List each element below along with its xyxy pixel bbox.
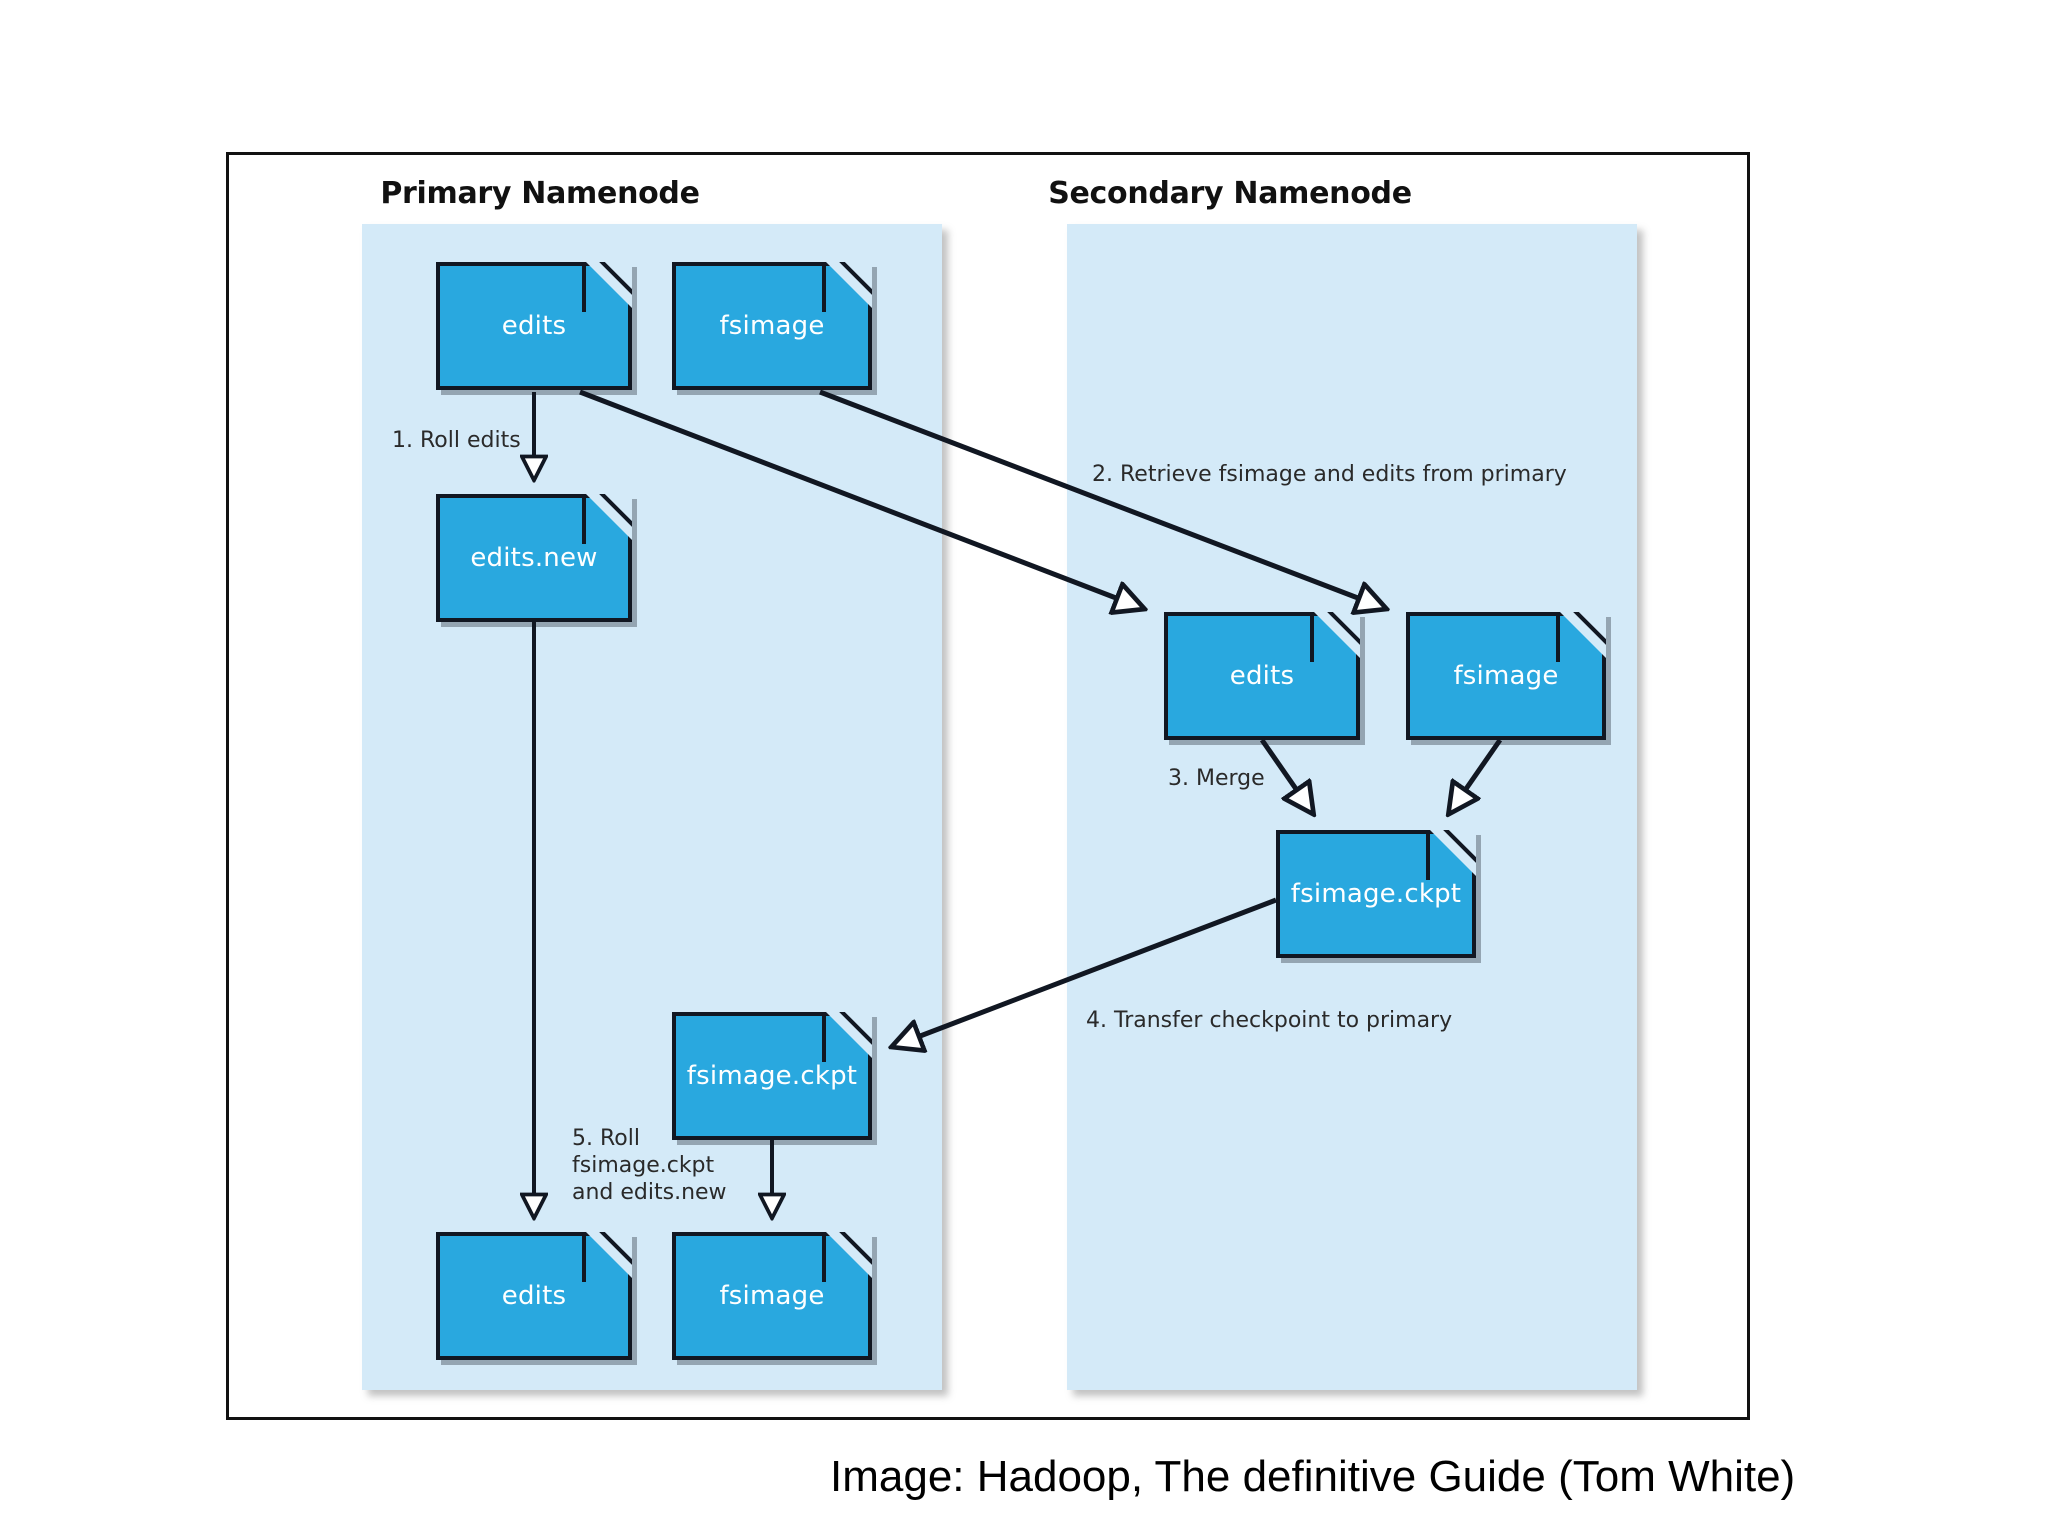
page-fold-edge-icon [822,262,826,312]
file-node-primary-fsimage-final[interactable]: fsimage [672,1232,872,1360]
file-node-label: fsimage [719,1281,825,1311]
file-node-secondary-edits[interactable]: edits [1164,612,1360,740]
file-node-primary-fsimage[interactable]: fsimage [672,262,872,390]
page-fold-icon [826,1012,872,1058]
page-fold-icon [586,1232,632,1278]
file-node-label: fsimage [719,311,825,341]
file-node-primary-edits-final[interactable]: edits [436,1232,632,1360]
file-node-primary-edits[interactable]: edits [436,262,632,390]
file-node-primary-fsimage-ckpt[interactable]: fsimage.ckpt [672,1012,872,1140]
file-node-label: edits [1229,661,1295,691]
primary-namenode-title: Primary Namenode [380,176,700,211]
page-fold-icon [1560,612,1606,658]
step-5-label: 5. Roll fsimage.ckpt and edits.new [572,1126,727,1205]
page-fold-edge-icon [822,1012,826,1062]
figure-caption: Image: Hadoop, The definitive Guide (Tom… [830,1452,1796,1501]
primary-namenode-panel [362,224,942,1390]
step-3-label: 3. Merge [1168,766,1265,791]
file-node-label: edits [501,1281,567,1311]
page-fold-edge-icon [582,494,586,544]
page-fold-edge-icon [1426,830,1430,880]
page-fold-icon [586,262,632,308]
secondary-namenode-panel [1067,224,1637,1390]
secondary-namenode-title: Secondary Namenode [1048,176,1412,211]
file-node-label: edits.new [470,543,598,573]
file-node-secondary-fsimage[interactable]: fsimage [1406,612,1606,740]
file-node-label: edits [501,311,567,341]
step-1-label: 1. Roll edits [392,428,521,453]
page-fold-edge-icon [822,1232,826,1282]
file-node-label: fsimage [1453,661,1559,691]
page-fold-icon [1430,830,1476,876]
file-node-label: fsimage.ckpt [1290,879,1462,909]
page-fold-edge-icon [582,1232,586,1282]
file-node-secondary-fsimage-ckpt[interactable]: fsimage.ckpt [1276,830,1476,958]
step-4-label: 4. Transfer checkpoint to primary [1086,1008,1453,1033]
file-node-primary-edits-new[interactable]: edits.new [436,494,632,622]
page-fold-icon [826,1232,872,1278]
page-fold-edge-icon [1556,612,1560,662]
page-fold-edge-icon [582,262,586,312]
page-fold-edge-icon [1310,612,1314,662]
page-fold-icon [1314,612,1360,658]
file-node-label: fsimage.ckpt [686,1061,858,1091]
page-fold-icon [586,494,632,540]
step-2-label: 2. Retrieve fsimage and edits from prima… [1092,462,1567,487]
page-fold-icon [826,262,872,308]
